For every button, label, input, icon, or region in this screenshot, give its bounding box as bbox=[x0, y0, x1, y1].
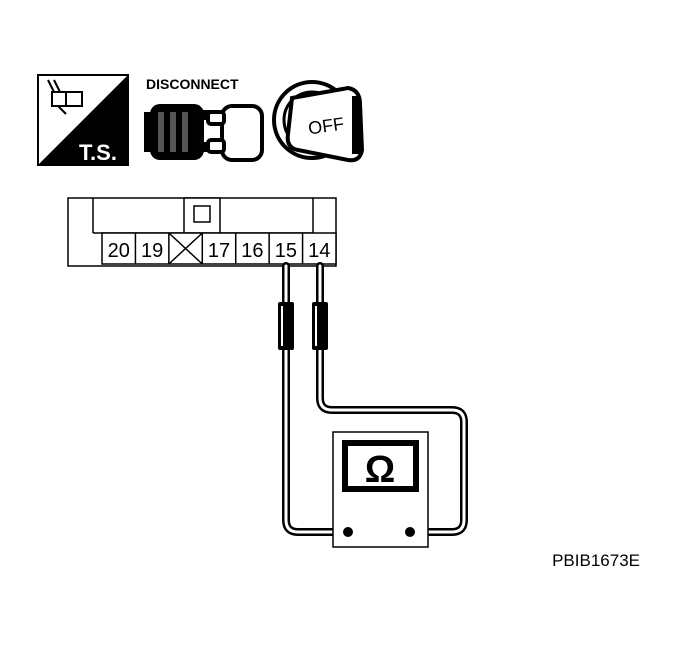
meter-terminal-left bbox=[343, 527, 353, 537]
meter-terminal-right bbox=[405, 527, 415, 537]
ignition-label: OFF bbox=[307, 114, 345, 139]
pin-number-19: 19 bbox=[141, 240, 163, 262]
unused-pin-cross bbox=[168, 232, 203, 265]
probe-15 bbox=[278, 302, 294, 350]
probe-14 bbox=[312, 302, 328, 350]
connector-plug-icon bbox=[144, 104, 216, 160]
pin-number-17: 17 bbox=[208, 240, 230, 262]
pin-number-20: 20 bbox=[108, 240, 130, 262]
troubleshooting-icon: T.S. bbox=[37, 74, 129, 166]
disconnect-label: DISCONNECT bbox=[146, 76, 239, 92]
pin-number-16: 16 bbox=[241, 240, 263, 262]
connector-pin-row: 20 19 17 16 15 14 bbox=[108, 232, 330, 265]
ohmmeter: Ω bbox=[332, 431, 429, 548]
pin-number-14: 14 bbox=[308, 240, 330, 262]
connector-socket-icon bbox=[206, 104, 264, 162]
figure-code: PBIB1673E bbox=[552, 551, 640, 570]
ohm-symbol: Ω bbox=[365, 449, 395, 491]
test-leads bbox=[282, 262, 468, 536]
connector-glyph-icon bbox=[47, 79, 83, 115]
harness-connector: 20 19 17 16 15 14 bbox=[67, 197, 337, 267]
pin-number-15: 15 bbox=[275, 240, 297, 262]
ignition-off-icon: OFF bbox=[272, 80, 365, 163]
ts-label: T.S. bbox=[79, 140, 117, 165]
disconnect-icon: DISCONNECT bbox=[144, 76, 264, 162]
